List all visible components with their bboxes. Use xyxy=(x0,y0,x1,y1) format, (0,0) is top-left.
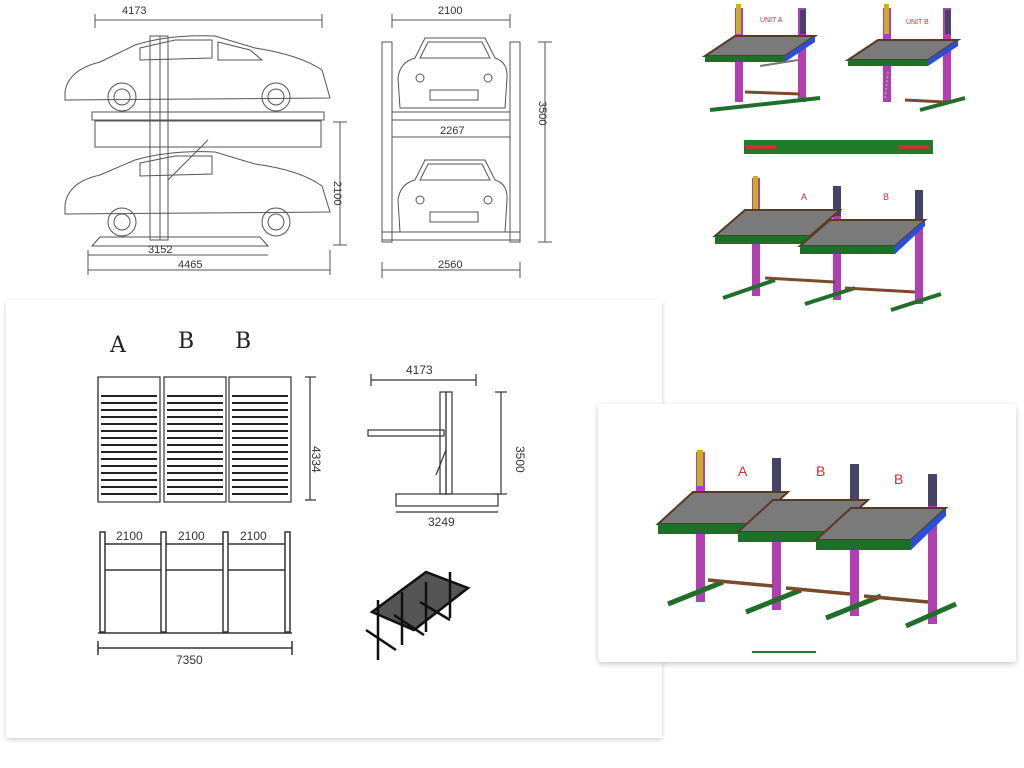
render-double-svg: A B xyxy=(712,176,942,312)
triple-label-b1: B xyxy=(816,463,825,479)
green-strip xyxy=(744,140,933,154)
triple-label-a: A xyxy=(738,463,748,479)
bay-width-2-label: 2100 xyxy=(178,529,205,543)
cad-side-front-svg: 4173 2100 3152 4465 2100 3500 2267 2560 xyxy=(64,5,552,278)
cad-plan-svg: A B B 4334 2100 xyxy=(97,329,527,667)
render-units-ab-svg: UNIT A UNIT B xyxy=(701,4,966,112)
front-height-total-label: 3500 xyxy=(536,101,548,125)
side-width-top-label: 4173 xyxy=(122,5,146,17)
plan-label-b2: B xyxy=(235,329,251,354)
unit-a-label: UNIT A xyxy=(760,17,783,24)
side-width-base-label: 3152 xyxy=(148,244,172,256)
plan-label-b1: B xyxy=(178,329,194,354)
cad-plan-drawing: A B B 4334 2100 xyxy=(6,300,662,738)
double-label-b: B xyxy=(883,192,889,202)
front-width-mid-label: 2267 xyxy=(440,125,464,137)
double-label-a: A xyxy=(801,192,807,202)
side-height-mid-label: 2100 xyxy=(331,181,343,205)
bay-width-1-label: 2100 xyxy=(116,529,143,543)
plan-depth-label: 4334 xyxy=(309,446,323,473)
unit-b-label: UNIT B xyxy=(906,19,929,26)
side-width-total-label: 4465 xyxy=(178,259,202,271)
plan-total-width-label: 7350 xyxy=(176,653,203,667)
front-width-base-label: 2560 xyxy=(438,259,462,271)
cad-side-front-drawing: 4173 2100 3152 4465 2100 3500 2267 2560 xyxy=(0,0,560,290)
small-width-base-label: 3249 xyxy=(428,515,455,529)
green-strip-red-mark-left xyxy=(746,145,776,149)
small-height-label: 3500 xyxy=(513,446,527,473)
small-width-top-label: 4173 xyxy=(406,363,433,377)
render-triple-svg: A B B xyxy=(655,450,958,653)
render-double: A B xyxy=(705,170,965,320)
front-width-top-label: 2100 xyxy=(438,5,462,17)
triple-label-b2: B xyxy=(894,471,903,487)
render-units-ab: UNIT A UNIT B xyxy=(690,0,990,130)
render-triple-card: A B B xyxy=(598,404,1016,662)
plan-label-a: A xyxy=(109,333,127,358)
green-strip-red-mark-right xyxy=(899,145,929,149)
bay-width-3-label: 2100 xyxy=(240,529,267,543)
